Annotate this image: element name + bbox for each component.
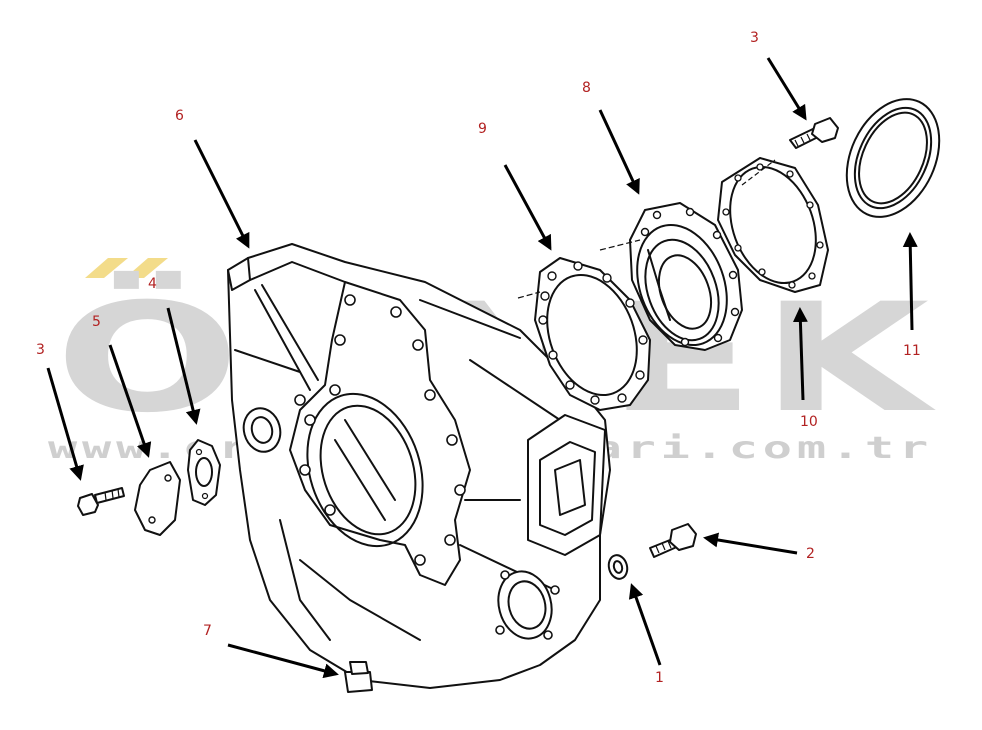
callout-4: 4 [148, 276, 157, 292]
callout-9: 9 [478, 121, 487, 137]
callout-5: 5 [92, 314, 101, 330]
arrow-2 [703, 532, 798, 555]
arrow-7 [227, 643, 339, 679]
callout-11: 11 [903, 343, 921, 359]
seal-housing [599, 202, 743, 351]
watermark-accent-right [125, 258, 168, 278]
callout-10: 10 [800, 414, 818, 430]
cover-gasket [187, 439, 221, 506]
arrow-1 [628, 583, 662, 666]
callout-2: 2 [806, 546, 815, 562]
callout-labels: 3 8 9 6 4 5 3 10 11 2 7 1 [36, 30, 921, 686]
callout-3-upper: 3 [750, 30, 759, 46]
watermark-accent-left [85, 258, 128, 278]
bolt-left [77, 487, 125, 516]
bolt-right [649, 523, 697, 558]
flywheel-housing [227, 243, 611, 689]
callout-3-left: 3 [36, 342, 45, 358]
callout-6: 6 [175, 108, 184, 124]
bolt-upper-right [789, 117, 839, 149]
arrow-3-left [46, 367, 84, 481]
washer [607, 554, 629, 580]
callout-8: 8 [582, 80, 591, 96]
cover-plate [134, 461, 181, 536]
arrow-3-upper [766, 57, 807, 121]
arrow-11 [902, 232, 918, 331]
callout-1: 1 [655, 670, 664, 686]
arrow-6 [193, 139, 250, 249]
gasket [517, 257, 651, 411]
arrow-5 [108, 344, 152, 458]
arrow-4 [166, 307, 201, 425]
callout-7: 7 [203, 623, 212, 639]
seal-gasket [717, 157, 829, 293]
oil-seal-ring [845, 98, 941, 218]
leader-arrows [46, 57, 918, 679]
drain-plug [344, 661, 373, 693]
arrow-8 [598, 109, 640, 195]
arrow-10 [792, 307, 808, 401]
arrow-9 [503, 164, 552, 251]
